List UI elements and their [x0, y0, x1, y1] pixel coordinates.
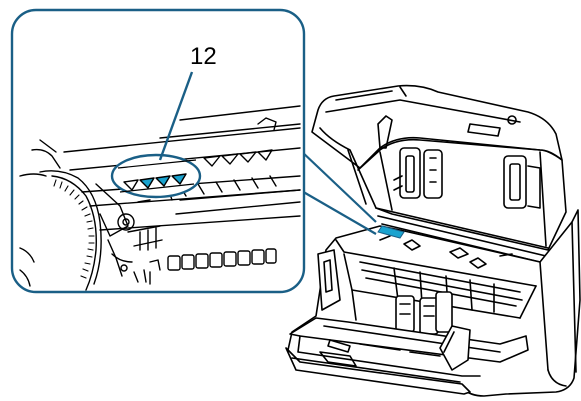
ultrasonic-sensors-highlight	[110, 153, 202, 199]
sensor-3	[155, 175, 171, 187]
sensor-1	[123, 179, 139, 191]
sensor-rail	[63, 127, 301, 153]
detail-zoom-panel: 12	[10, 8, 306, 294]
lid-inner-face	[319, 127, 567, 251]
sensor-2	[139, 177, 155, 189]
scanner-illustration	[285, 84, 581, 397]
output-tray	[285, 347, 471, 395]
drive-gear	[39, 170, 102, 285]
sensor-location-highlight	[377, 225, 405, 239]
callout-number: 12	[190, 43, 217, 70]
lid-rollers	[377, 115, 541, 209]
sensor-markers-plain	[203, 149, 273, 167]
callout-pointer-line	[158, 71, 194, 161]
callout-leader-lines	[299, 149, 377, 235]
lower-rollers	[395, 291, 453, 335]
sensor-4	[171, 173, 187, 185]
feed-slots	[149, 248, 277, 271]
scanner-lid	[311, 84, 563, 169]
